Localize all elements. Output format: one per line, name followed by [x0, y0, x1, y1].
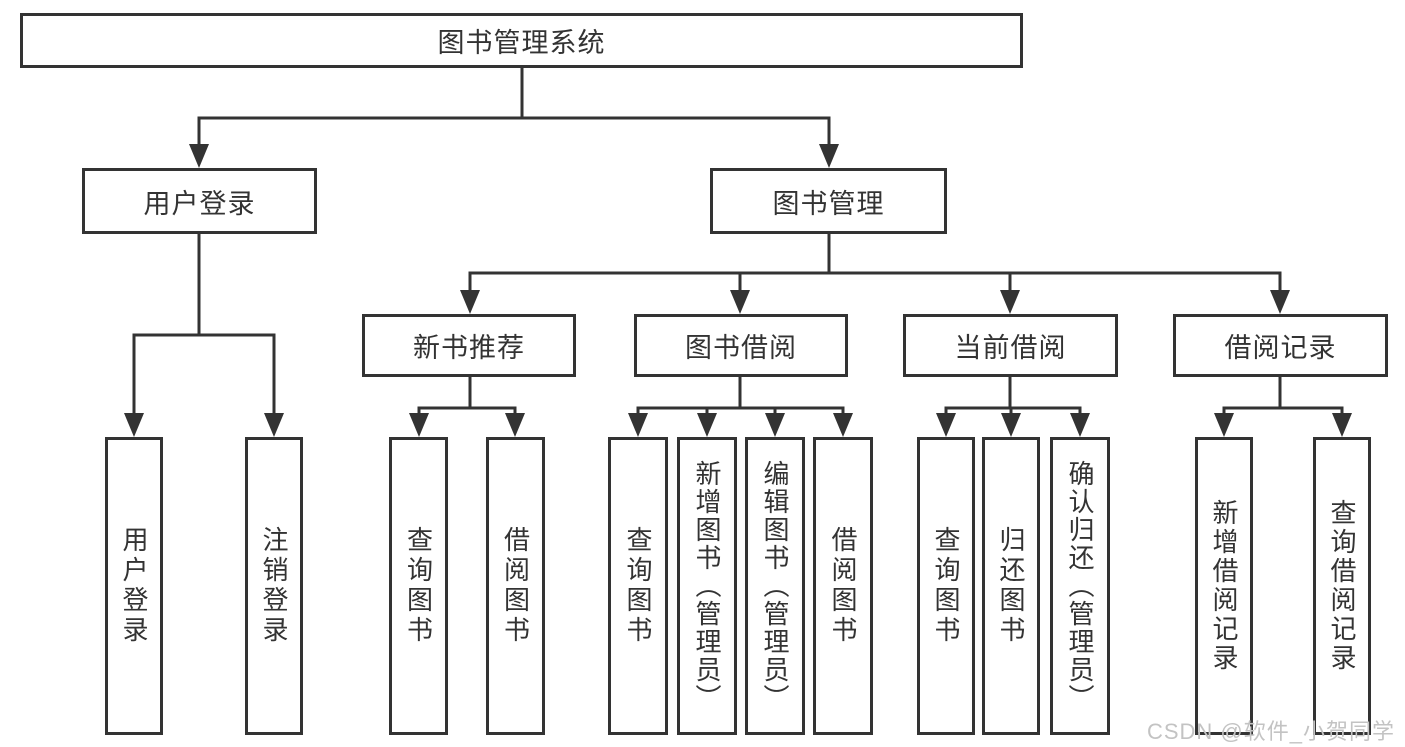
- leaf-confirm-return-admin: 确认归还（管理员）: [1050, 437, 1110, 735]
- node-current-borrow: 当前借阅: [903, 314, 1118, 377]
- leaf-add-book-admin: 新增图书（管理员）: [677, 437, 737, 735]
- node-book-management: 图书管理: [710, 168, 947, 234]
- leaf-borrow-books-recommend: 借阅图书: [486, 437, 545, 735]
- leaf-add-borrow-record: 新增借阅记录: [1195, 437, 1253, 735]
- node-new-book-recommend: 新书推荐: [362, 314, 576, 377]
- leaf-query-books-borrow: 查询图书: [608, 437, 668, 735]
- node-book-borrow: 图书借阅: [634, 314, 848, 377]
- leaf-borrow-books: 借阅图书: [813, 437, 873, 735]
- leaf-logout: 注销登录: [245, 437, 303, 735]
- leaf-query-books-current: 查询图书: [917, 437, 975, 735]
- node-system-root: 图书管理系统: [20, 13, 1023, 68]
- node-borrow-records: 借阅记录: [1173, 314, 1388, 377]
- leaf-return-books: 归还图书: [982, 437, 1040, 735]
- leaf-edit-book-admin: 编辑图书（管理员）: [745, 437, 805, 735]
- leaf-user-login: 用户登录: [105, 437, 163, 735]
- leaf-query-books-recommend: 查询图书: [389, 437, 448, 735]
- leaf-query-borrow-record: 查询借阅记录: [1313, 437, 1371, 735]
- csdn-watermark: CSDN @软件_小贺同学: [1146, 719, 1395, 744]
- node-user-login: 用户登录: [82, 168, 317, 234]
